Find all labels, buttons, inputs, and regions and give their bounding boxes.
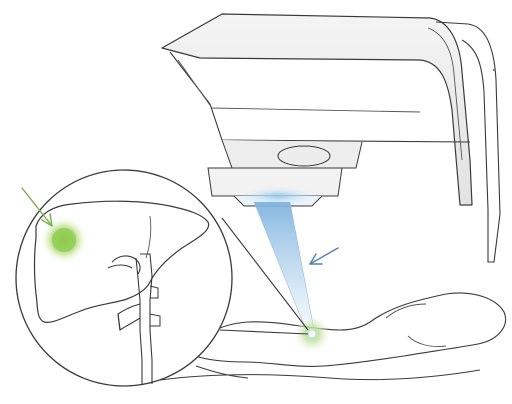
scanning-beam [254, 202, 314, 330]
stray-mark [493, 69, 495, 71]
pointer-arrow-beam [310, 248, 338, 264]
